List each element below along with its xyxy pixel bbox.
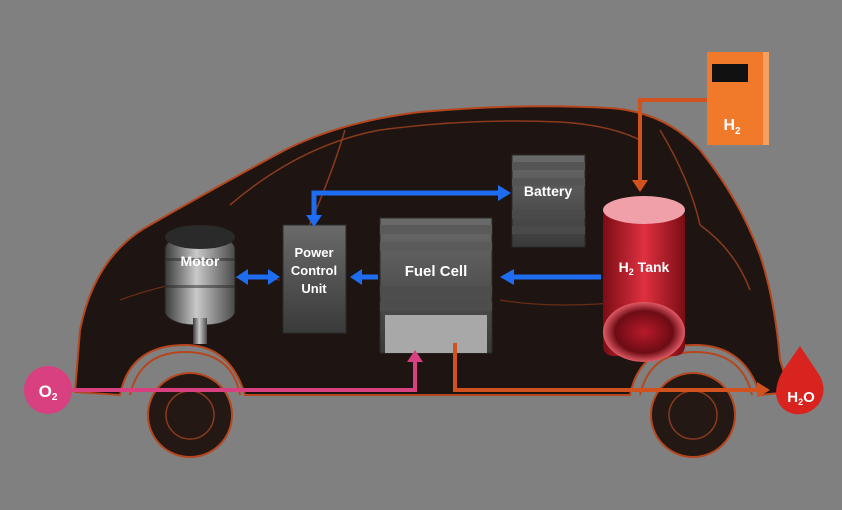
front-wheel — [147, 372, 233, 458]
motor-pcu-arrowhead-pcu — [268, 269, 280, 285]
fuel-cell: Fuel Cell — [379, 217, 493, 354]
water-line — [453, 343, 760, 392]
flow-arrows — [236, 185, 601, 285]
battery-label: Battery — [524, 183, 572, 199]
motor-pcu-arrowhead-motor — [236, 269, 248, 285]
oxygen-input: O2 — [24, 350, 423, 414]
water-arrowhead — [757, 382, 770, 398]
battery: Battery — [511, 154, 586, 248]
hydrogen-feed-arrowhead — [632, 180, 648, 192]
rear-wheel — [650, 372, 736, 458]
pcu-battery-arrow — [311, 190, 500, 220]
water-output: H2O — [453, 343, 824, 415]
pcu-label-line1: Power — [294, 245, 333, 260]
pcu-battery-arrowhead-pcu — [306, 215, 322, 227]
h2-tank-label: H2 Tank — [619, 259, 670, 277]
h2-tank: H2 Tank — [603, 196, 685, 362]
fuelcell-pcu-arrowhead — [350, 269, 362, 285]
hydrogen-station: H2 — [707, 52, 769, 145]
pcu-label-line3: Unit — [301, 281, 327, 296]
motor-label: Motor — [181, 253, 220, 269]
tank-fuelcell-arrowhead — [500, 269, 514, 285]
oxygen-bubble — [24, 366, 72, 414]
motor: Motor — [164, 225, 236, 344]
oxygen-label: O2 — [39, 382, 58, 403]
pcu-label-line2: Control — [291, 263, 337, 278]
water-label: H2O — [787, 389, 815, 407]
water-drop — [776, 346, 824, 415]
oxygen-arrowhead — [407, 350, 423, 362]
fuel-cell-label: Fuel Cell — [405, 263, 468, 280]
hydrogen-station-label: H2 — [723, 117, 741, 137]
pcu-battery-arrowhead-battery — [498, 185, 511, 201]
oxygen-line — [70, 360, 417, 392]
power-control-unit: Power Control Unit — [282, 224, 347, 334]
hydrogen-feed-line — [638, 98, 707, 180]
